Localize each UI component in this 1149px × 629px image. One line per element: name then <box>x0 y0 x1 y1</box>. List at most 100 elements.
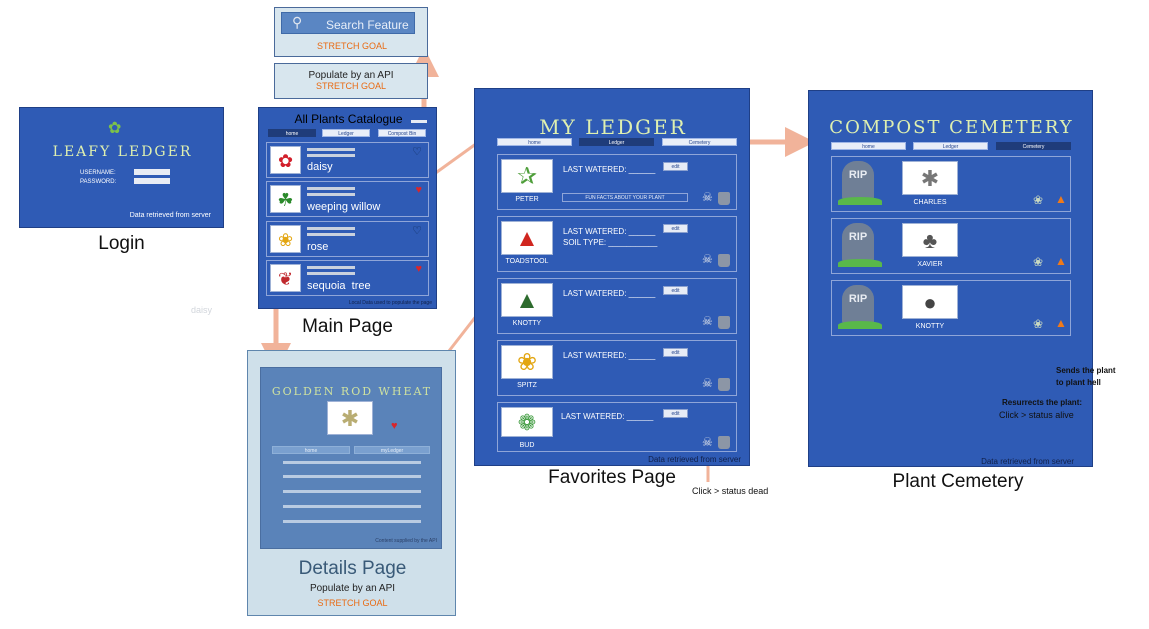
main-page-title-bar <box>411 120 427 123</box>
nav-cemetery[interactable]: Cemetery <box>662 138 737 146</box>
send-annotation-line2: to plant hell <box>1056 378 1101 387</box>
edit-button[interactable]: edit <box>663 162 688 171</box>
cemetery-title: COMPOST CEMETERY <box>829 117 1074 138</box>
favorites-caption: Favorites Page <box>548 467 676 488</box>
nav-ledger[interactable]: Ledger <box>579 138 654 146</box>
skull-icon[interactable]: ☠ <box>702 435 713 449</box>
nav-ledger[interactable]: Ledger <box>322 129 370 137</box>
skull-icon[interactable]: ☠ <box>702 252 713 266</box>
plant-name: sequoia tree <box>307 280 371 292</box>
details-sub-api: Populate by an API <box>309 583 396 594</box>
ledger-card[interactable]: ✰ PETER LAST WATERED: ______ edit FUN FA… <box>497 154 737 210</box>
username-label: USERNAME: <box>80 170 116 176</box>
palm-tree-icon: ☘ <box>270 185 301 213</box>
fire-icon[interactable]: ▲ <box>1055 316 1067 330</box>
heart-filled-icon[interactable]: ♥ <box>391 420 398 432</box>
ledger-card[interactable]: ❁ BUD LAST WATERED: ______ edit ☠ <box>497 402 737 452</box>
resurrect-icon[interactable]: ❀ <box>1033 317 1044 331</box>
stray-text: daisy <box>191 305 213 315</box>
nav-cemetery[interactable]: Cemetery <box>996 142 1071 150</box>
fire-icon[interactable]: ▲ <box>1055 254 1067 268</box>
nav-compost-bin[interactable]: Compost Bin <box>378 129 426 137</box>
resurrect-annotation-line2: Click > status alive <box>999 410 1074 420</box>
plant-card[interactable]: ❦ sequoia tree ♥ <box>266 260 429 296</box>
fire-icon[interactable]: ▲ <box>1055 192 1067 206</box>
details-footer: Content supplied by the API <box>375 538 437 544</box>
nav-ledger[interactable]: Ledger <box>913 142 988 150</box>
trash-can-icon[interactable] <box>718 192 730 205</box>
login-logo-text: LEAFY LEDGER <box>52 144 193 160</box>
edit-button[interactable]: edit <box>663 224 688 233</box>
search-bar[interactable]: ⚲ Search Feature <box>281 12 415 34</box>
plant-card[interactable]: ✿ daisy ♡ <box>266 142 429 178</box>
nav-home[interactable]: home <box>831 142 906 150</box>
heart-filled-icon[interactable]: ♥ <box>415 263 422 275</box>
username-field[interactable] <box>134 169 170 175</box>
last-watered-label: LAST WATERED: ______ <box>563 289 656 298</box>
skull-icon[interactable]: ☠ <box>702 314 713 328</box>
plant-card[interactable]: ☘ weeping willow ♥ <box>266 181 429 217</box>
cemetery-card[interactable]: RIP ♣ XAVIER ❀ ▲ <box>831 218 1071 274</box>
plant-name: daisy <box>307 161 333 173</box>
ledger-card[interactable]: ❀ SPITZ LAST WATERED: ______ edit ☠ <box>497 340 737 396</box>
plant-name: CHARLES <box>913 199 947 206</box>
cactus-icon: ✰ <box>501 159 553 193</box>
herb-icon: ❁ <box>501 407 553 437</box>
skull-icon[interactable]: ☠ <box>702 190 713 204</box>
password-label: PASSWORD: <box>80 179 117 185</box>
edit-button[interactable]: edit <box>663 286 688 295</box>
resurrect-icon[interactable]: ❀ <box>1033 193 1044 207</box>
main-page-title: All Plants Catalogue <box>294 112 403 126</box>
edit-button[interactable]: edit <box>663 409 688 418</box>
edit-button[interactable]: edit <box>663 348 688 357</box>
plant-name: BUD <box>519 442 535 449</box>
resurrect-icon[interactable]: ❀ <box>1033 255 1044 269</box>
password-field[interactable] <box>134 178 170 184</box>
ledger-card[interactable]: ▲ KNOTTY LAST WATERED: ______ edit ☠ <box>497 278 737 334</box>
fun-facts-button[interactable]: FUN FACTS ABOUT YOUR PLANT <box>562 193 688 202</box>
login-screen: ✿ LEAFY LEDGER USERNAME: PASSWORD: Data … <box>19 107 224 228</box>
trash-can-icon[interactable] <box>718 254 730 267</box>
search-feature-box: ⚲ Search Feature STRETCH GOAL <box>274 7 428 57</box>
tombstone-icon: RIP <box>838 223 882 267</box>
trash-can-icon[interactable] <box>718 378 730 391</box>
cemetery-card[interactable]: RIP ● KNOTTY ❀ ▲ <box>831 280 1071 336</box>
resurrect-annotation-line1: Resurrects the plant: <box>1002 398 1083 407</box>
rip-label: RIP <box>848 169 868 181</box>
nav-home[interactable]: home <box>272 446 350 454</box>
rip-label: RIP <box>848 293 868 305</box>
plant-name: XAVIER <box>917 261 943 268</box>
trash-can-icon[interactable] <box>718 436 730 449</box>
ledger-card[interactable]: ▲ TOADSTOOL LAST WATERED: ______ SOIL TY… <box>497 216 737 272</box>
plant-name: rose <box>307 241 329 253</box>
skull-icon[interactable]: ☠ <box>702 376 713 390</box>
cemetery-screen: COMPOST CEMETERY home Ledger Cemetery RI… <box>808 90 1093 467</box>
last-watered-label: LAST WATERED: ______ <box>563 351 656 360</box>
plant-name: KNOTTY <box>915 323 945 330</box>
nav-myledger[interactable]: myLedger <box>354 446 430 454</box>
heart-outline-icon[interactable]: ♡ <box>412 225 422 237</box>
trash-can-icon[interactable] <box>718 316 730 329</box>
api-box: Populate by an API STRETCH GOAL <box>274 63 428 99</box>
details-title: GOLDEN ROD WHEAT <box>271 385 433 398</box>
last-watered-label: LAST WATERED: ______ <box>563 227 656 236</box>
nav-home[interactable]: home <box>497 138 572 146</box>
cemetery-card[interactable]: RIP ✱ CHARLES ❀ ▲ <box>831 156 1071 212</box>
tree-icon: ● <box>902 285 958 319</box>
rose-icon: ✿ <box>270 146 301 174</box>
ledger-title: MY LEDGER <box>539 115 687 139</box>
sunflower-icon: ❀ <box>501 345 553 379</box>
wheat-icon: ✱ <box>327 401 373 435</box>
api-stretch-goal: STRETCH GOAL <box>315 81 386 91</box>
heart-filled-icon[interactable]: ♥ <box>415 184 422 196</box>
plant-card[interactable]: ❀ rose ♡ <box>266 221 429 257</box>
heart-outline-icon[interactable]: ♡ <box>412 146 422 158</box>
main-page-screen: All Plants Catalogue home Ledger Compost… <box>258 107 437 309</box>
nav-home[interactable]: home <box>268 129 316 137</box>
cemetery-caption: Plant Cemetery <box>892 471 1024 492</box>
clover-icon: ♣ <box>902 223 958 257</box>
plant-name: PETER <box>515 196 539 203</box>
login-caption: Login <box>98 233 145 254</box>
search-label: Search Feature <box>326 18 409 32</box>
main-page-caption: Main Page <box>302 316 393 337</box>
